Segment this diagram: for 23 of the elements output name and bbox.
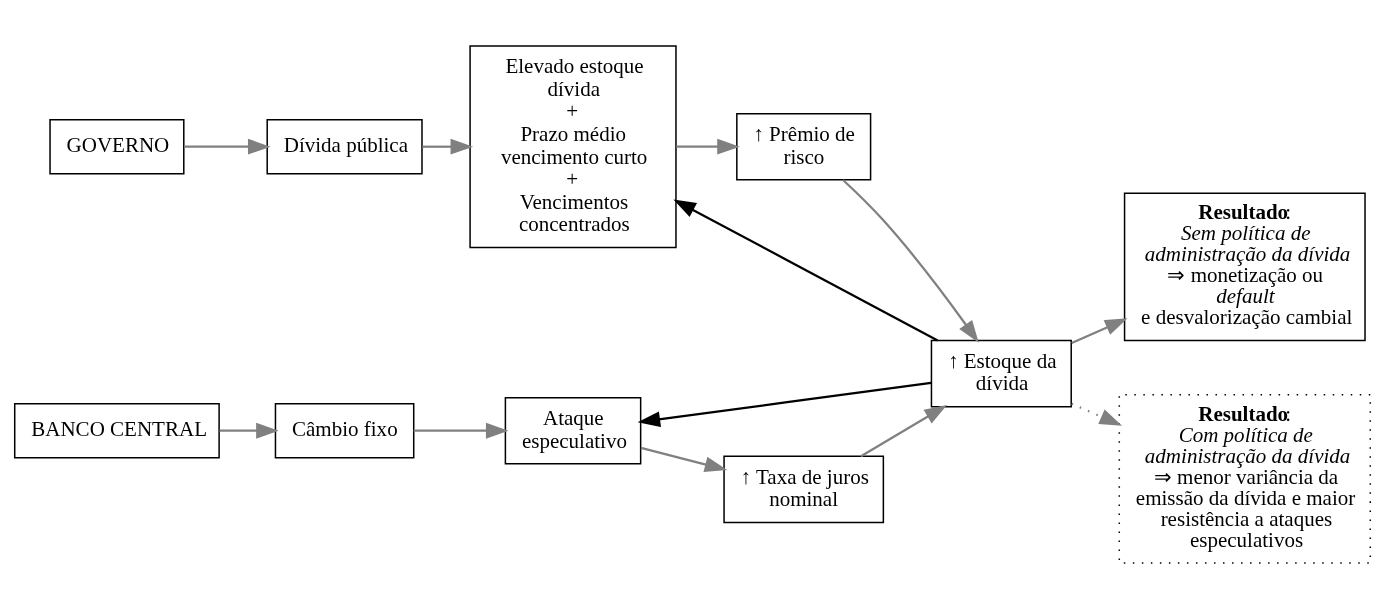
node-box: BANCO CENTRAL <box>13 402 220 459</box>
node-box: Câmbio fixo <box>274 402 415 459</box>
node-box: Resultado: Sem política de administração da dívida ⇒ monetização ou default e desvalorização cambial <box>1123 192 1366 341</box>
arrow <box>422 138 474 155</box>
arrow <box>860 404 947 457</box>
node-box: Dívida pública <box>266 118 423 174</box>
node-box: ↑ Prêmio de risco <box>736 112 872 180</box>
node-box: Ataque especulativo <box>504 396 642 465</box>
node-box: ↑ Estoque da dívida <box>930 339 1072 407</box>
node-box: ↑ Taxa de juros nominal <box>723 455 885 523</box>
arrow <box>1071 402 1123 426</box>
arrow <box>637 381 932 427</box>
arrow <box>219 422 279 439</box>
arrow <box>640 446 728 472</box>
arrow <box>413 422 509 439</box>
arrow <box>673 198 939 341</box>
arrow <box>842 178 979 343</box>
node-box: Resultado: Com política de administração da dívida ⇒ menor variância da emissão da dívida e maior resistência a ataques especulativos <box>1118 393 1372 564</box>
arrow <box>676 138 740 155</box>
node-box: GOVERNO <box>49 118 185 174</box>
arrow <box>184 138 271 155</box>
arrow <box>1071 317 1128 344</box>
node-box: Elevado estoque dívida + Prazo médio vencimento curto + Vencimentos concentrados <box>469 44 677 248</box>
